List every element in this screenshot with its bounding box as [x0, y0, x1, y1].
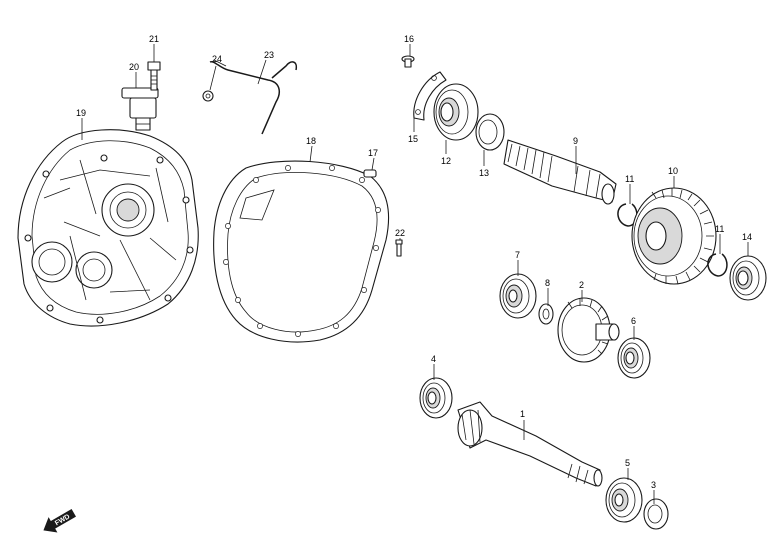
sensor-bolt: [147, 61, 161, 91]
callout-6: 6: [631, 316, 636, 326]
callout-22: 22: [395, 228, 405, 238]
dowel-pin: [363, 169, 377, 178]
cover-gasket: [213, 160, 390, 343]
bearing-6: [617, 337, 651, 379]
counter-shaft: [503, 139, 617, 205]
speed-sensor: [121, 87, 159, 131]
callout-4: 4: [431, 354, 436, 364]
circlip-11b: [707, 253, 728, 277]
oil-seal-13: [475, 113, 505, 151]
drive-shaft: [457, 401, 603, 487]
circlip-11a: [617, 203, 638, 227]
leader-lines: [81, 44, 749, 504]
callout-20: 20: [129, 62, 139, 72]
callout-9: 9: [573, 136, 578, 146]
callout-13: 13: [479, 168, 489, 178]
gasket-bolt: [395, 239, 403, 257]
bearing-5: [605, 477, 643, 523]
drive-gear: [557, 297, 620, 363]
callout-12: 12: [441, 156, 451, 166]
callout-19: 19: [76, 108, 86, 118]
callout-2: 2: [579, 280, 584, 290]
callout-5: 5: [625, 458, 630, 468]
oil-seal-3: [643, 498, 669, 530]
callout-16: 16: [404, 34, 414, 44]
callout-18: 18: [306, 136, 316, 146]
callout-24: 24: [212, 54, 222, 64]
retainer-screw: [401, 55, 415, 68]
callout-15: 15: [408, 134, 418, 144]
bearing-7: [499, 273, 537, 319]
tube-clip: [202, 90, 214, 102]
callout-11b: 11: [715, 224, 724, 234]
callout-10: 10: [668, 166, 678, 176]
bearing-12: [433, 83, 479, 141]
fwd-arrow: FWD: [43, 508, 76, 533]
callout-3: 3: [651, 480, 656, 490]
bearing-retainer: [413, 71, 447, 121]
bearing-14: [729, 255, 767, 301]
callout-23: 23: [264, 50, 274, 60]
bearing-4: [419, 377, 453, 419]
callout-1: 1: [520, 409, 525, 419]
callout-17: 17: [368, 148, 378, 158]
transmission-cover: [17, 129, 199, 327]
callout-11a: 11: [625, 174, 634, 184]
fwd-label: FWD: [54, 513, 71, 527]
breather-tube: [209, 59, 298, 135]
callout-8: 8: [545, 278, 550, 288]
final-gear: [631, 187, 717, 285]
callout-14: 14: [742, 232, 752, 242]
washer-8: [538, 303, 554, 325]
callout-7: 7: [515, 250, 520, 260]
callout-labels: 1 2 3 4 5 6 7 8 9 10 11 11 12 13 14 15 1…: [76, 34, 752, 490]
callout-21: 21: [149, 34, 159, 44]
